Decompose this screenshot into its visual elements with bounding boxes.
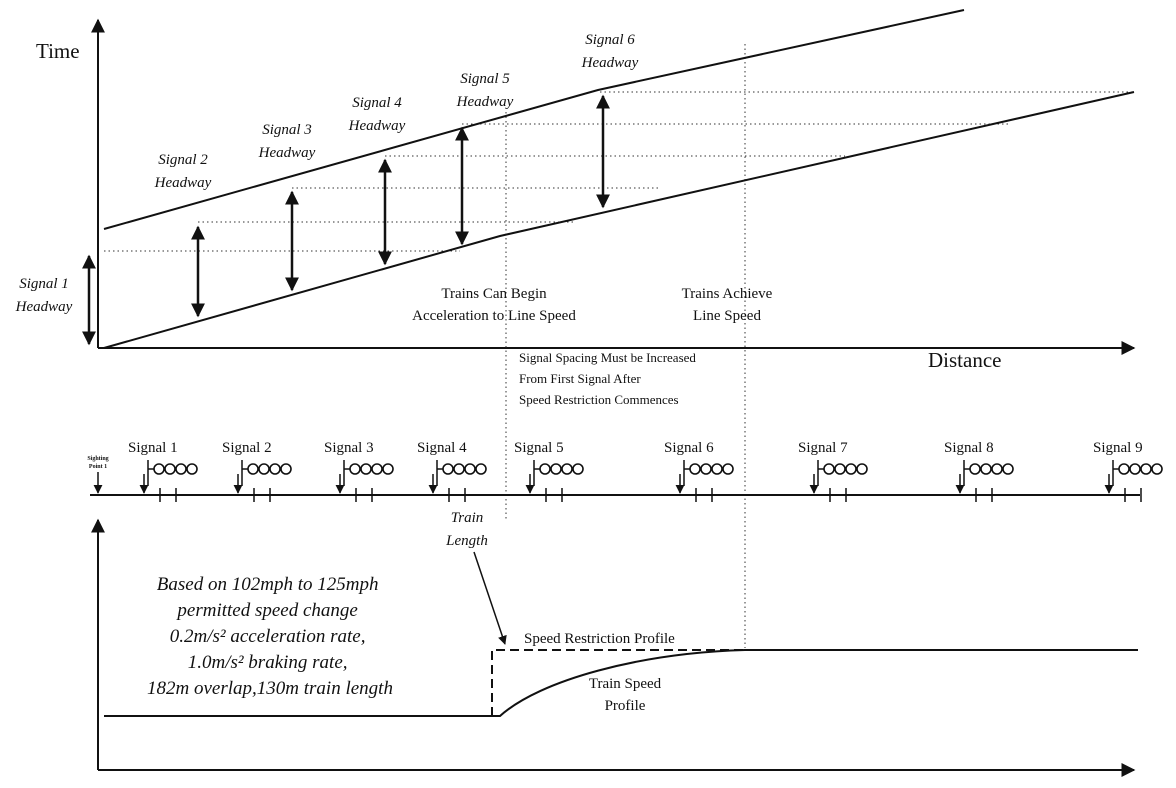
signal-aspect-lamp: [572, 463, 584, 475]
signal-label: Signal 2: [222, 440, 272, 456]
signal-aspect-lamp: [464, 463, 476, 475]
signal-label: Signal 3: [324, 440, 374, 456]
signal-aspect-lamp: [550, 463, 562, 475]
speed-restriction-profile-label: Speed Restriction Profile: [524, 631, 675, 647]
signal-7: Signal 7: [798, 440, 868, 502]
signal-aspect-lamp: [258, 463, 270, 475]
signal-aspect-lamp: [453, 463, 465, 475]
signal-label: Signal 7: [798, 440, 848, 456]
signal-aspect-lamp: [1140, 463, 1152, 475]
signal-aspect-lamp: [269, 463, 281, 475]
signal-aspect-lamp: [349, 463, 361, 475]
signal-1: Signal 1: [128, 440, 198, 502]
signal-aspect-lamp: [382, 463, 394, 475]
signal-label: Signal 1: [128, 440, 178, 456]
signal-aspect-lamp: [247, 463, 259, 475]
distance-axis-label: Distance: [928, 348, 1001, 372]
signal-label: Signal 5: [514, 440, 564, 456]
signal-aspect-lamp: [153, 463, 165, 475]
signal-3: Signal 3: [324, 440, 394, 502]
signal-aspect-lamp: [561, 463, 573, 475]
signal-aspect-lamp: [1151, 463, 1163, 475]
dotted-guides: [104, 44, 1134, 648]
signal-aspect-lamp: [360, 463, 372, 475]
signal-8: Signal 8: [944, 440, 1014, 502]
basis-note: Based on 102mph to 125mph permitted spee…: [147, 574, 393, 699]
signal-9: Signal 9: [1093, 440, 1163, 502]
signal-aspect-lamp: [689, 463, 701, 475]
time-axis-label: Time: [36, 39, 80, 63]
headway-arrows: [82, 94, 610, 346]
signal-aspect-lamp: [700, 463, 712, 475]
signal-aspect-lamp: [969, 463, 981, 475]
signal-aspect-lamp: [834, 463, 846, 475]
signal-2: Signal 2: [222, 440, 292, 502]
signal-label: Signal 8: [944, 440, 994, 456]
signal-aspect-lamp: [1129, 463, 1141, 475]
signal-aspect-lamp: [371, 463, 383, 475]
signal-aspect-lamp: [442, 463, 454, 475]
signal-aspect-lamp: [711, 463, 723, 475]
signal-aspect-lamp: [175, 463, 187, 475]
signal-aspect-lamp: [475, 463, 487, 475]
signal-aspect-lamp: [539, 463, 551, 475]
train-speed-profile-line: [104, 649, 1138, 717]
train-length-arrow: [473, 551, 507, 645]
leading-train-line: [103, 9, 965, 230]
signals: Signal 1 Signal 2 Signal 3 Signal 4 Signal 5…: [128, 440, 1163, 502]
signal-aspect-lamp: [823, 463, 835, 475]
signal-aspect-lamp: [980, 463, 992, 475]
signal-aspect-lamp: [991, 463, 1003, 475]
signal-aspect-lamp: [1118, 463, 1130, 475]
trailing-train-line: [103, 91, 1135, 349]
signal-4: Signal 4: [417, 440, 487, 502]
signal-aspect-lamp: [722, 463, 734, 475]
signal-aspect-lamp: [1002, 463, 1014, 475]
signal-5: Signal 5: [514, 440, 584, 502]
signal-aspect-lamp: [856, 463, 868, 475]
signal-aspect-lamp: [186, 463, 198, 475]
signal-label: Signal 4: [417, 440, 467, 456]
signal-label: Signal 6: [664, 440, 714, 456]
signal-aspect-lamp: [164, 463, 176, 475]
signal-aspect-lamp: [845, 463, 857, 475]
signal-label: Signal 9: [1093, 440, 1143, 456]
signal-6: Signal 6: [664, 440, 734, 502]
signal-aspect-lamp: [280, 463, 292, 475]
